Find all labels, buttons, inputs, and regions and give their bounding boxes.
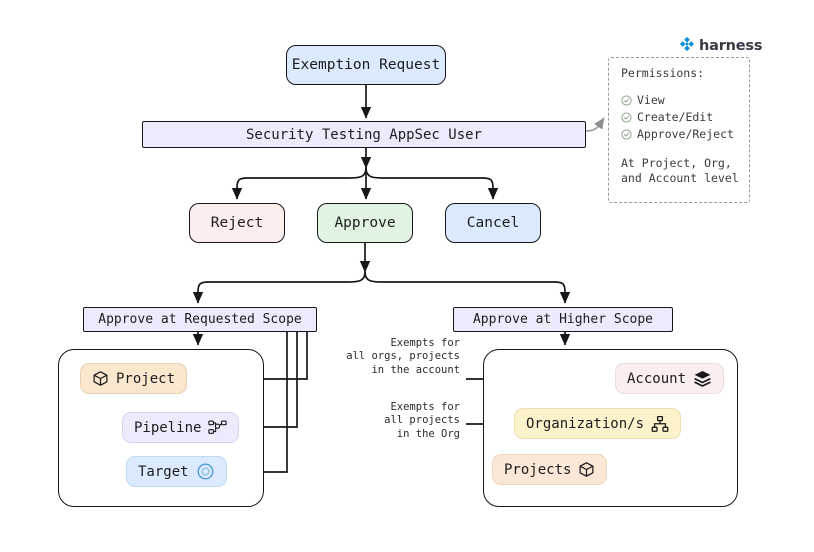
permissions-title: Permissions: (621, 66, 705, 80)
permission-label: Approve/Reject (637, 126, 734, 141)
project-label: Project (116, 370, 176, 387)
node-project[interactable]: Project (80, 363, 188, 394)
node-reject[interactable]: Reject (189, 203, 285, 243)
harness-diamond-logo-icon (679, 36, 695, 56)
projects-label: Projects (504, 461, 572, 478)
cancel-label: Cancel (466, 215, 520, 231)
node-cancel[interactable]: Cancel (445, 203, 541, 243)
higher-scope-label: Approve at Higher Scope (472, 312, 653, 327)
node-appsec-user[interactable]: Security Testing AppSec User (142, 121, 586, 148)
org-chart-icon (651, 415, 669, 433)
permission-item-create-edit: Create/Edit (621, 110, 749, 126)
exemption-request-label: Exemption Request (291, 57, 441, 73)
check-circle-icon (621, 112, 632, 123)
node-exemption-request[interactable]: Exemption Request (286, 45, 446, 85)
appsec-user-label: Security Testing AppSec User (245, 126, 482, 143)
requested-scope-label: Approve at Requested Scope (98, 312, 302, 327)
permissions-panel: Permissions: View Create/Edit (608, 57, 750, 203)
cube-icon (92, 370, 109, 387)
node-projects[interactable]: Projects (492, 454, 608, 485)
layers-icon (693, 369, 712, 388)
permission-label: Create/Edit (637, 109, 714, 124)
target-icon (196, 462, 215, 481)
target-label: Target (138, 463, 189, 480)
account-label: Account (627, 370, 687, 387)
permission-item-approve-reject: Approve/Reject (621, 127, 749, 143)
pipeline-label: Pipeline (134, 419, 202, 436)
organizations-label: Organization/s (526, 415, 645, 432)
node-organizations[interactable]: Organization/s (514, 408, 682, 439)
permission-item-view: View (621, 93, 749, 109)
check-circle-icon (621, 129, 632, 140)
permission-label: View (637, 92, 665, 107)
pipeline-icon (208, 419, 228, 436)
node-account[interactable]: Account (615, 363, 725, 394)
cube-icon (578, 461, 595, 478)
harness-wordmark: harness (699, 38, 763, 54)
node-approve-at-higher-scope[interactable]: Approve at Higher Scope (453, 307, 673, 332)
node-target[interactable]: Target (126, 456, 227, 487)
permissions-footnote: At Project, Org, and Account level (621, 155, 739, 186)
annotation-account-exempts: Exempts for all orgs, projects in the ac… (346, 337, 460, 376)
approve-label: Approve (334, 215, 396, 231)
node-approve[interactable]: Approve (317, 203, 413, 243)
node-approve-at-requested-scope[interactable]: Approve at Requested Scope (83, 307, 317, 332)
check-circle-icon (621, 95, 632, 106)
node-pipeline[interactable]: Pipeline (122, 412, 240, 443)
reject-label: Reject (210, 215, 264, 231)
annotation-org-exempts: Exempts for all projects in the Org (384, 401, 460, 440)
harness-logo: harness (679, 36, 762, 56)
